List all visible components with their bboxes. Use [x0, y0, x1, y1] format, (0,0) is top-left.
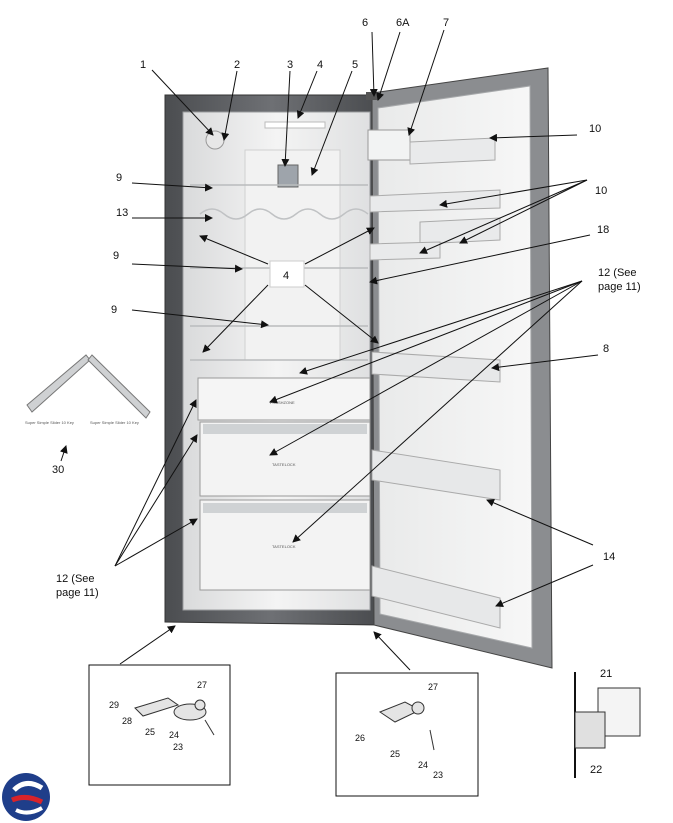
callout-9c: 9: [111, 304, 117, 316]
callout-7: 7: [443, 17, 449, 29]
handle-detail: [574, 672, 641, 778]
slider-rails: Super Simple Slider 10 Key Super Simple …: [25, 354, 151, 425]
brand-logo-icon: [2, 773, 50, 821]
callout-9a: 9: [116, 172, 122, 184]
detail-left-25: 25: [145, 727, 155, 737]
callout-numbers: 1 2 3 4 5 6 6A 7 10 10 9 13 9 9 18 4 12 …: [52, 17, 641, 599]
detail-right-labels: 21 22: [590, 668, 612, 776]
detail-center-25: 25: [390, 749, 400, 759]
callout-8: 8: [603, 343, 609, 355]
hinge-detail-center-parts: [378, 701, 435, 751]
callout-4-center: 4: [283, 270, 289, 282]
callout-12-right-l2: page 11): [598, 281, 641, 293]
hinge-detail-left-parts: [134, 697, 215, 736]
hinge-detail-left-box: [88, 664, 231, 786]
crisper-label-bottom: TASTELOCK: [272, 544, 296, 549]
detail-left-29: 29: [109, 700, 119, 710]
callout-9b: 9: [113, 250, 119, 262]
detail-left-28: 28: [122, 716, 132, 726]
leader-lines: [59, 29, 599, 671]
callout-6: 6: [362, 17, 368, 29]
callout-12-left-l2: page 11): [56, 587, 99, 599]
callout-2: 2: [234, 59, 240, 71]
rail-label-right: Super Simple Slider 10 Key: [90, 420, 139, 425]
detail-center-26: 26: [355, 733, 365, 743]
crisper-label-mid: TASTELOCK: [272, 462, 296, 467]
detail-left-24: 24: [169, 730, 179, 740]
callout-1: 1: [140, 59, 146, 71]
callout-12-left-l1: 12 (See: [56, 573, 95, 585]
callout-4-box: [269, 260, 305, 288]
callout-6a: 6A: [396, 17, 410, 29]
wine-rack: [199, 208, 369, 220]
detail-center-23: 23: [433, 770, 443, 780]
callout-12-right-l1: 12 (See: [598, 267, 637, 279]
detail-center-labels: 27 26 25 24 23: [355, 682, 443, 780]
callout-30: 30: [52, 464, 64, 476]
crisper-label-top: FRESHZONE: [270, 400, 295, 405]
rail-label-left: Super Simple Slider 10 Key: [25, 420, 74, 425]
callout-14: 14: [603, 551, 615, 563]
fridge-door: [366, 67, 553, 669]
callout-5: 5: [352, 59, 358, 71]
detail-right-22: 22: [590, 764, 602, 776]
crisper-drawers: FRESHZONE TASTELOCK TASTELOCK: [197, 377, 371, 591]
callout-18: 18: [597, 224, 609, 236]
detail-left-labels: 29 28 27 25 24 23: [109, 680, 207, 752]
detail-left-27: 27: [197, 680, 207, 690]
callout-4: 4: [317, 59, 323, 71]
callout-10b: 10: [595, 185, 607, 197]
detail-right-21: 21: [600, 668, 612, 680]
callout-13: 13: [116, 207, 128, 219]
callout-3: 3: [287, 59, 293, 71]
hinge-detail-center-box: [335, 672, 479, 797]
detail-left-23: 23: [173, 742, 183, 752]
callout-10a: 10: [589, 123, 601, 135]
detail-center-27: 27: [428, 682, 438, 692]
detail-center-24: 24: [418, 760, 428, 770]
